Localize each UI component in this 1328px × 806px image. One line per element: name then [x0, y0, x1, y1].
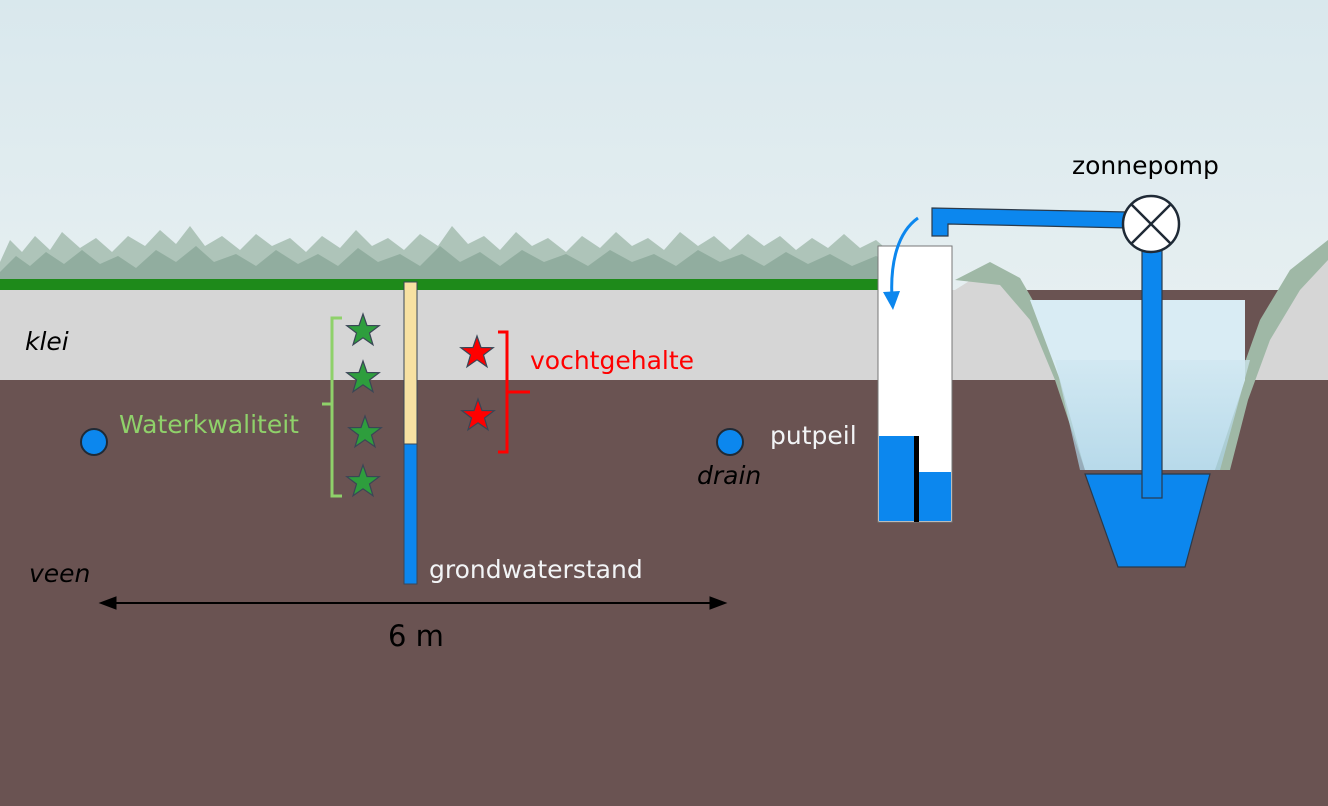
grass-strip — [0, 279, 900, 290]
well-weir — [914, 436, 919, 522]
green-star-icon — [345, 312, 381, 347]
ditch-vegetation-right — [1215, 240, 1328, 470]
red-star-icon — [460, 397, 496, 432]
red-star-icon — [459, 334, 495, 369]
green-star-icon — [345, 359, 381, 394]
water-quality-label: Waterkwaliteit — [119, 410, 299, 439]
groundwater-tube-water — [403, 443, 418, 585]
well-level-label: putpeil — [770, 421, 857, 450]
moisture-label: vochtgehalte — [530, 346, 695, 375]
inflow-arrow-head — [883, 291, 900, 310]
well-water-left — [879, 436, 915, 521]
pump-icon — [1121, 194, 1181, 254]
moisture-bracket — [498, 330, 530, 454]
inflow-arrow — [890, 216, 919, 299]
ditch-water — [1084, 473, 1211, 568]
peat-layer-label: veen — [29, 559, 91, 588]
groundwater-tube-filter — [403, 281, 418, 445]
pump-pipe — [931, 207, 1163, 499]
distance-arrow — [98, 596, 728, 610]
clay-layer — [0, 268, 1060, 380]
blue-circle-icon — [80, 428, 108, 456]
green-star-icon — [347, 414, 383, 449]
groundwater-label: grondwaterstand — [429, 555, 643, 584]
well-water-right — [918, 472, 951, 521]
water-quality-bracket — [322, 316, 342, 498]
clay-layer-label: klei — [25, 327, 69, 356]
distance-label: 6 m — [388, 619, 444, 653]
blue-circle-icon — [716, 428, 744, 456]
green-star-icon — [345, 463, 381, 498]
solar-pump-label: zonnepomp — [1072, 151, 1219, 180]
drain-label: drain — [697, 461, 762, 490]
